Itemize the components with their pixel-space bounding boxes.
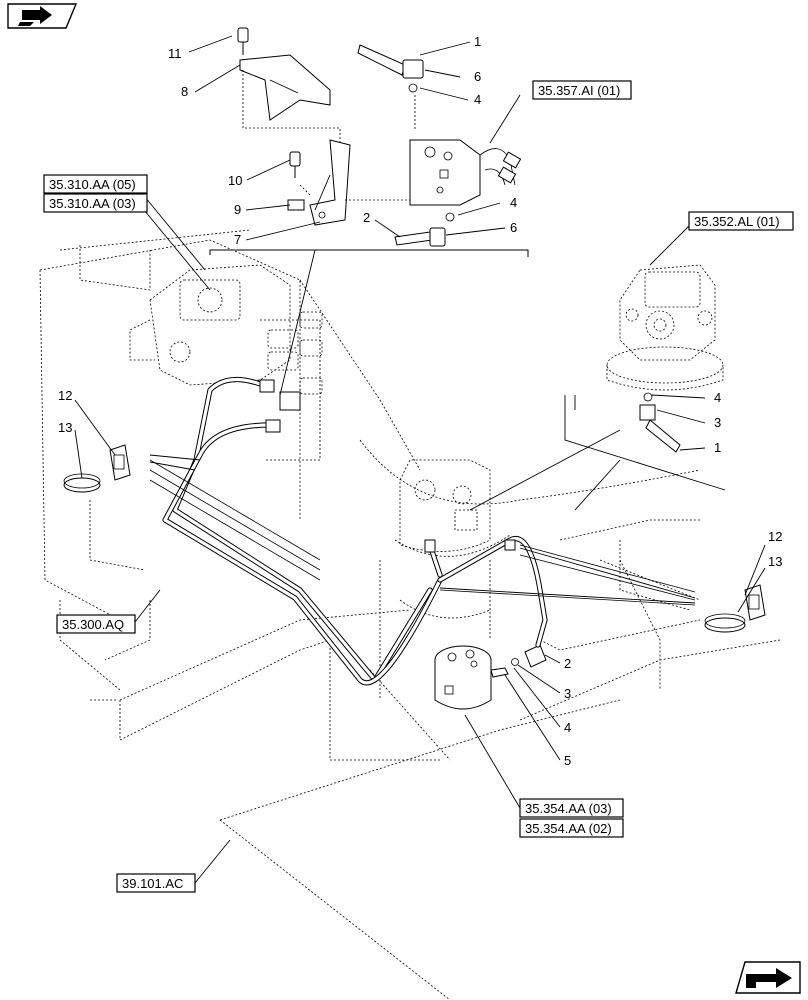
svg-text:35.352.AL (01): 35.352.AL (01) [694, 214, 780, 229]
callout-labels: 11 8 10 9 7 1 6 4 4 2 6 4 3 1 12 13 12 1… [58, 34, 782, 768]
valve-detail [357, 44, 522, 247]
callout-4-motor: 4 [714, 390, 721, 405]
callout-4-bottom: 4 [564, 720, 571, 735]
swivel-joint [394, 459, 511, 557]
callout-9: 9 [234, 202, 241, 217]
ref-35-300-aq[interactable]: 35.300.AQ [56, 614, 136, 634]
callout-5-bottom: 5 [564, 753, 571, 768]
ref-35-310-aa-05[interactable]: 35.310.AA (05) [43, 174, 148, 194]
callout-10: 10 [228, 173, 242, 188]
callout-1-top: 1 [474, 34, 481, 49]
callout-7: 7 [234, 232, 241, 247]
callout-11: 11 [168, 46, 182, 61]
motor-fittings [639, 392, 681, 453]
callout-2-bottom: 2 [564, 656, 571, 671]
callout-4-mid: 4 [510, 195, 517, 210]
next-page-arrow-icon[interactable] [735, 961, 801, 994]
ref-35-352-al-01[interactable]: 35.352.AL (01) [688, 211, 794, 231]
ref-35-354-aa-02[interactable]: 35.354.AA (02) [519, 818, 624, 838]
callout-6-top: 6 [474, 69, 481, 84]
callout-12-right: 12 [768, 529, 782, 544]
bracket-detail [237, 27, 420, 226]
svg-text:35.310.AA (05): 35.310.AA (05) [49, 177, 136, 192]
machine-frame-outline [39, 229, 781, 1000]
callout-3-motor: 3 [714, 415, 721, 430]
callout-1-motor: 1 [714, 440, 721, 455]
leader-lines [74, 35, 766, 884]
svg-text:35.300.AQ: 35.300.AQ [62, 617, 124, 632]
hydraulic-hoses [149, 376, 696, 686]
book-arrow-icon[interactable] [7, 3, 78, 29]
svg-text:35.354.AA (03): 35.354.AA (03) [525, 801, 612, 816]
svg-text:35.357.AI (01): 35.357.AI (01) [538, 83, 620, 98]
clamp-left [63, 444, 131, 493]
callout-6-mid: 6 [510, 220, 517, 235]
clamp-right [704, 584, 766, 633]
rotary-coupling [434, 644, 547, 710]
svg-text:35.354.AA (02): 35.354.AA (02) [525, 821, 612, 836]
ref-35-354-aa-03[interactable]: 35.354.AA (03) [519, 798, 624, 818]
callout-4-top: 4 [474, 92, 481, 107]
svg-text:39.101.AC: 39.101.AC [122, 876, 183, 891]
callout-13-right: 13 [768, 554, 782, 569]
callout-3-bottom: 3 [564, 686, 571, 701]
travel-motor [606, 264, 724, 391]
control-valve-block [129, 264, 323, 461]
ref-39-101-ac[interactable]: 39.101.AC [116, 873, 196, 893]
ref-35-357-ai-01[interactable]: 35.357.AI (01) [532, 80, 632, 100]
ref-35-310-aa-03[interactable]: 35.310.AA (03) [43, 193, 148, 213]
callout-8: 8 [181, 84, 188, 99]
callout-12-left: 12 [58, 388, 72, 403]
svg-text:35.310.AA (03): 35.310.AA (03) [49, 196, 136, 211]
callout-13-left: 13 [58, 420, 72, 435]
callout-2-top: 2 [363, 210, 370, 225]
